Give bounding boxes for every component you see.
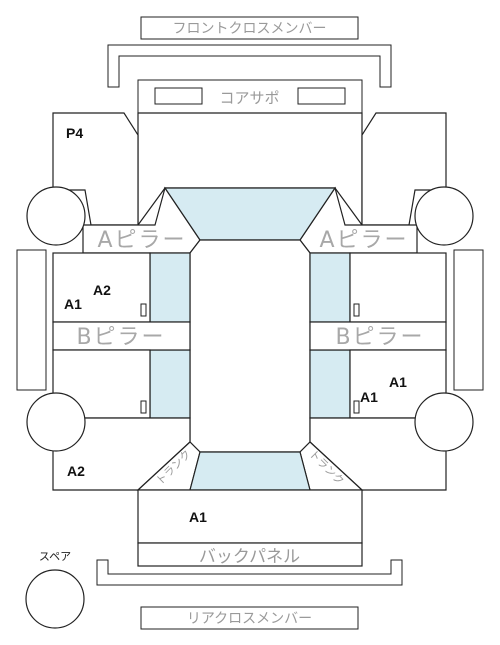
core-support-label: コアサポ xyxy=(219,89,279,107)
damage-code-trunk: A1 xyxy=(189,509,207,525)
spare-label: スペア xyxy=(39,550,71,563)
rear-window-glass xyxy=(189,451,311,491)
rear-cross-member-part xyxy=(96,559,403,586)
roof-part xyxy=(189,239,311,453)
right-front-door-handle xyxy=(353,303,360,317)
back-panel-part xyxy=(137,542,363,567)
core-support-left-slot xyxy=(154,87,203,105)
rear-left-wheel xyxy=(26,392,86,452)
damage-code-right-rear-upper: A1 xyxy=(389,374,407,390)
front-right-wheel xyxy=(414,186,474,246)
back-panel-label: バックパネル xyxy=(199,547,300,567)
spare-tire xyxy=(25,569,85,629)
left-b-pillar-label: Bピラー xyxy=(76,325,165,350)
damage-code-left-door-lower: A1 xyxy=(64,296,82,312)
right-rear-window-glass xyxy=(309,349,351,419)
damage-code-front-left-fender: P4 xyxy=(66,125,83,141)
left-rear-window-glass xyxy=(149,349,191,419)
right-side-sill-part xyxy=(453,249,484,391)
front-cross-member-label: フロントクロスメンバー xyxy=(173,21,327,37)
left-side-sill-part xyxy=(16,249,47,391)
left-b-pillar-part xyxy=(52,321,191,351)
core-support-right-slot xyxy=(297,87,346,105)
right-b-pillar-part xyxy=(309,321,447,351)
left-front-door-handle xyxy=(140,303,147,317)
right-b-pillar-label: Bピラー xyxy=(335,325,424,350)
right-front-window-glass xyxy=(309,252,351,323)
left-front-window-glass xyxy=(149,252,191,323)
front-left-wheel xyxy=(26,186,86,246)
rear-cross-member-box xyxy=(140,606,359,630)
damage-code-left-quarter: A2 xyxy=(67,463,85,479)
right-front-door-part xyxy=(349,252,447,323)
front-cross-member-box xyxy=(140,16,359,40)
left-front-door-part xyxy=(52,252,151,323)
left-a-pillar-label: Aピラー xyxy=(97,228,186,253)
front-cross-member-part xyxy=(107,44,392,88)
damage-code-right-rear-lower: A1 xyxy=(360,389,378,405)
right-rear-door-handle xyxy=(353,400,360,414)
right-a-pillar-label: Aピラー xyxy=(319,228,408,253)
left-rear-door-handle xyxy=(140,400,147,414)
rear-right-wheel xyxy=(414,392,474,452)
damage-code-left-door-upper: A2 xyxy=(93,282,111,298)
trunk-lid-part xyxy=(137,489,363,544)
rear-cross-member-label: リアクロスメンバー xyxy=(187,611,312,627)
